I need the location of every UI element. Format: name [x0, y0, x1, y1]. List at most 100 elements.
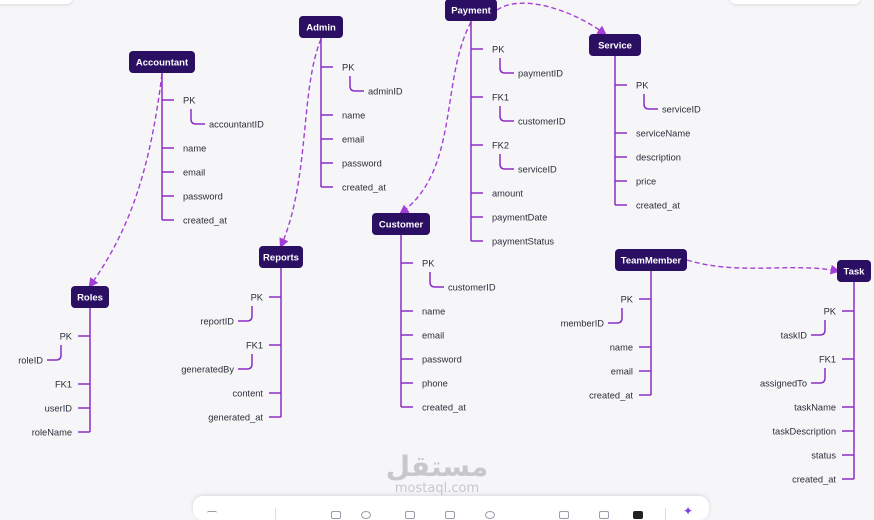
field-phone: phone — [422, 379, 448, 389]
field-description: description — [636, 153, 681, 163]
entity-title: Task — [844, 267, 866, 278]
entity-node-customer[interactable] — [372, 213, 430, 235]
entity-title: Service — [598, 41, 632, 52]
key-connector — [238, 354, 253, 370]
field-taskname: taskName — [794, 403, 836, 413]
field-paymentstatus: paymentStatus — [492, 237, 554, 247]
relation-teammember-task — [686, 259, 841, 275]
field-created-at: created_at — [183, 216, 227, 226]
entity-payment: PKpaymentIDFK1customerIDFK2serviceIDamou… — [445, 0, 566, 247]
field-generated-at: generated_at — [208, 413, 263, 423]
field-email: email — [183, 168, 205, 178]
field-email: email — [342, 135, 364, 145]
field-fk1: FK1 — [492, 93, 509, 103]
top-right-card — [730, 0, 860, 4]
field-paymentdate: paymentDate — [492, 213, 547, 223]
field-taskid: taskID — [781, 331, 808, 341]
field-name: name — [422, 307, 445, 317]
entity-title: Customer — [379, 220, 424, 231]
toolbar-tool-icon[interactable] — [207, 511, 217, 518]
toolbar-tool-icon[interactable] — [331, 511, 341, 519]
entity-title: Payment — [451, 6, 491, 17]
key-connector — [499, 58, 514, 74]
entity-node-task[interactable] — [837, 260, 871, 282]
entity-title: Admin — [306, 23, 336, 34]
field-serviceid: serviceID — [662, 105, 701, 115]
field-status: status — [811, 451, 836, 461]
field-password: password — [342, 159, 382, 169]
field-fk1: FK1 — [246, 341, 263, 351]
field-serviceid: serviceID — [518, 165, 557, 175]
toolbar-tool-icon[interactable] — [405, 511, 415, 519]
toolbar-tool-icon[interactable] — [361, 511, 371, 519]
key-connector — [643, 94, 658, 110]
field-amount: amount — [492, 189, 523, 199]
key-connector — [190, 109, 205, 125]
field-created-at: created_at — [636, 201, 680, 211]
key-connector — [499, 106, 514, 122]
entity-title: Roles — [77, 293, 103, 304]
field-fk2: FK2 — [492, 141, 509, 151]
field-pk: PK — [183, 96, 196, 106]
field-pk: PK — [636, 81, 649, 91]
toolbar-tool-icon[interactable] — [599, 511, 609, 519]
toolbar-tool-icon[interactable] — [633, 511, 643, 519]
field-created-at: created_at — [342, 183, 386, 193]
field-reportid: reportID — [200, 317, 234, 327]
field-paymentid: paymentID — [518, 69, 563, 79]
key-connector — [349, 76, 364, 92]
field-pk: PK — [621, 295, 634, 305]
field-email: email — [611, 367, 633, 377]
field-userid: userID — [45, 404, 73, 414]
field-assignedto: assignedTo — [760, 379, 807, 389]
entity-node-accountant[interactable] — [129, 51, 195, 73]
relation-payment-customer — [399, 21, 472, 215]
field-pk: PK — [342, 63, 355, 73]
field-name: name — [610, 343, 633, 353]
field-created-at: created_at — [792, 475, 836, 485]
entity-title: TeamMember — [621, 256, 682, 267]
field-rolename: roleName — [32, 428, 72, 438]
field-password: password — [422, 355, 462, 365]
field-memberid: memberID — [561, 319, 605, 329]
toolbar-divider — [665, 508, 666, 520]
toolbar-tool-icon[interactable] — [485, 511, 495, 519]
toolbar-tool-icon[interactable] — [559, 511, 569, 519]
field-email: email — [422, 331, 444, 341]
field-servicename: serviceName — [636, 129, 690, 139]
relation-payment-service — [496, 2, 607, 36]
field-customerid: customerID — [448, 283, 496, 293]
key-connector — [499, 154, 514, 170]
field-fk1: FK1 — [55, 380, 72, 390]
entity-node-teammember[interactable] — [615, 249, 687, 271]
field-taskdescription: taskDescription — [772, 427, 836, 437]
entity-title: Reports — [263, 253, 299, 264]
key-connector — [238, 306, 253, 322]
relation-admin-reports — [279, 38, 322, 249]
entity-node-admin[interactable] — [299, 16, 343, 38]
relation-accountant-roles — [88, 73, 163, 288]
field-adminid: adminID — [368, 87, 403, 97]
entity-title: Accountant — [136, 58, 189, 69]
bottom-toolbar — [193, 496, 709, 520]
field-price: price — [636, 177, 656, 187]
entity-service: PK serviceID serviceName description price cr… — [589, 34, 701, 211]
entity-node-roles[interactable] — [71, 286, 109, 308]
entity-customer: PKcustomerIDnameemailpasswordphonecreate… — [372, 213, 496, 413]
entity-node-payment[interactable] — [445, 0, 497, 21]
key-connector — [47, 345, 62, 361]
toolbar-tool-icon[interactable] — [445, 511, 455, 519]
field-pk: PK — [251, 293, 264, 303]
watermark-latin: mostaql.com — [394, 481, 480, 496]
key-connector — [429, 272, 444, 288]
entity-accountant: PKaccountantIDnameemailpasswordcreated_a… — [129, 51, 264, 226]
field-pk: PK — [60, 332, 73, 342]
field-created-at: created_at — [422, 403, 466, 413]
entity-node-service[interactable] — [589, 34, 641, 56]
key-connector — [608, 308, 623, 324]
sparkle-icon[interactable]: ✦ — [683, 504, 694, 518]
entity-task: PKtaskIDFK1assignedTotaskNametaskDescrip… — [760, 260, 871, 485]
entity-node-reports[interactable] — [259, 246, 303, 268]
